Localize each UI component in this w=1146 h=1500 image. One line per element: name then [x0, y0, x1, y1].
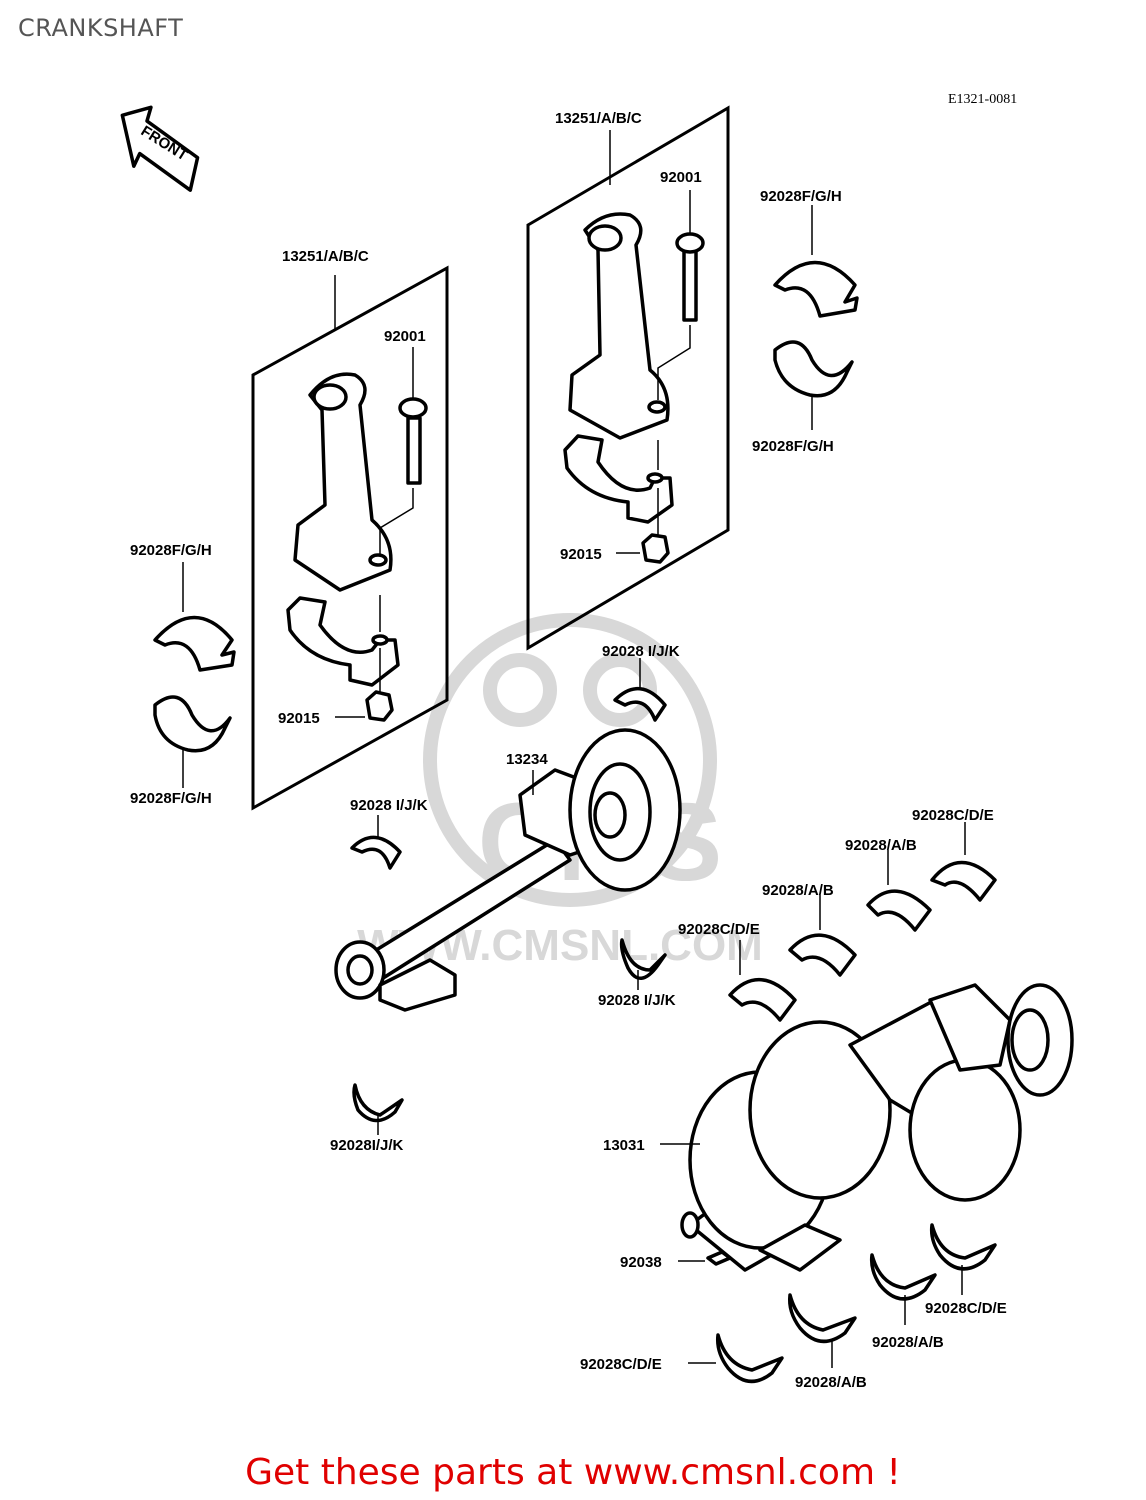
label-bearing-ijk-2: 92028 I/J/K: [350, 797, 428, 814]
bearing-rod-left-bottom: [153, 695, 232, 788]
label-bearing-cde-1: 92028C/D/E: [912, 807, 994, 824]
bearing-ijk-1: [613, 658, 667, 722]
label-bearing-rod-left-top: 92028F/G/H: [130, 542, 212, 559]
crankshaft: [660, 983, 1074, 1272]
label-bearing-cde-3: 92028C/D/E: [925, 1300, 1007, 1317]
parts-diagram: CMS WWW.CMSNL.COM E1321-0081 FRONT 13251…: [120, 92, 1074, 1391]
label-bolt-left: 92001: [384, 328, 426, 345]
label-key: 92038: [620, 1254, 662, 1271]
bearing-cde-3: [929, 1223, 997, 1295]
cta-banner: Get these parts at www.cmsnl.com !: [0, 1452, 1146, 1493]
diagram-reference: E1321-0081: [948, 92, 1017, 107]
bearing-cde-1: [930, 822, 997, 902]
bearing-cde-2: [728, 940, 797, 1022]
label-bearing-ijk-3: 92028 I/J/K: [598, 992, 676, 1009]
bearing-ab-2: [788, 895, 857, 977]
conrod-left-group: [251, 265, 449, 811]
balancer-shaft: [334, 728, 682, 1012]
label-bearing-rod-right-top: 92028F/G/H: [760, 188, 842, 205]
conrod-right-group: [526, 105, 730, 651]
label-bearing-ab-3: 92028/A/B: [872, 1334, 944, 1351]
label-balancer: 13234: [506, 751, 548, 768]
label-bearing-ab-4: 92028/A/B: [795, 1374, 867, 1391]
cta-link[interactable]: Get these parts at www.cmsnl.com !: [245, 1452, 901, 1493]
bearing-ab-1: [866, 850, 932, 932]
key-92038: [678, 1250, 732, 1266]
bearing-ijk-3: [619, 938, 667, 990]
bearing-ijk-4: [352, 1083, 404, 1135]
label-bearing-rod-right-bottom: 92028F/G/H: [752, 438, 834, 455]
bearing-rod-right-bottom: [773, 340, 854, 430]
label-bearing-ijk-1: 92028 I/J/K: [602, 643, 680, 660]
label-bolt-right: 92001: [660, 169, 702, 186]
label-conrod-right: 13251/A/B/C: [555, 110, 642, 127]
label-bearing-cde-2: 92028C/D/E: [678, 921, 760, 938]
bearing-cde-4: [688, 1333, 784, 1383]
bearing-rod-left-top: [153, 562, 236, 672]
label-bearing-ab-2: 92028/A/B: [762, 882, 834, 899]
label-bearing-rod-left-bottom: 92028F/G/H: [130, 790, 212, 807]
label-nut-right: 92015: [560, 546, 602, 563]
label-nut-left: 92015: [278, 710, 320, 727]
label-bearing-ijk-4: 92028I/J/K: [330, 1137, 404, 1154]
bearing-ab-3: [869, 1253, 937, 1325]
front-arrow-icon: FRONT: [120, 105, 200, 192]
bearing-rod-right-top: [773, 205, 859, 318]
label-bearing-cde-4: 92028C/D/E: [580, 1356, 662, 1373]
label-bearing-ab-1: 92028/A/B: [845, 837, 917, 854]
label-conrod-left: 13251/A/B/C: [282, 248, 369, 265]
label-crankshaft: 13031: [603, 1137, 645, 1154]
page-title: CRANKSHAFT: [18, 14, 184, 42]
bearing-ab-4: [787, 1293, 857, 1368]
bearing-ijk-2: [350, 815, 402, 870]
